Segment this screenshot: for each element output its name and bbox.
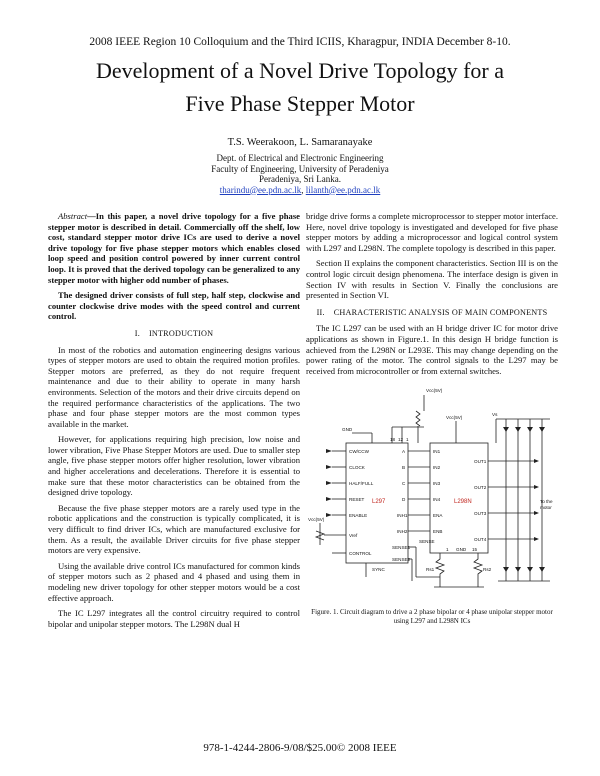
title-line-1: Development of a Novel Drive Topology fo… <box>96 58 504 83</box>
figure-1: Vcc(5V) GND 18 12 1 CW/CCW CLOCK HALF/FU… <box>306 381 558 625</box>
abstract: Abstract—In this paper, a novel drive to… <box>48 211 300 285</box>
l298-pin-15: 15 <box>472 547 478 552</box>
l298n-chip <box>429 442 489 554</box>
affiliation-dept: Dept. of Electrical and Electronic Engin… <box>216 153 384 163</box>
intro-para-5: The IC L297 integrates all the control c… <box>48 608 300 629</box>
vcc-top-label: Vcc(5V) <box>426 388 443 393</box>
l298-pin-in3: IN3 <box>433 481 441 486</box>
abstract-text: —In this paper, a novel drive topology f… <box>48 211 300 285</box>
left-column: Abstract—In this paper, a novel drive to… <box>48 211 300 634</box>
l298-pin-out1: OUT1 <box>474 459 487 464</box>
intro-para-4: Using the available drive control ICs ma… <box>48 560 300 603</box>
l297-pin-sense2: SENSE2 <box>392 557 411 562</box>
l297-pin-clock: CLOCK <box>349 465 366 470</box>
l297-pin-reset: RESET <box>349 497 365 502</box>
l297-pin-control: CONTROL <box>349 551 372 556</box>
to-motor-label-1: To the <box>540 499 553 504</box>
email-link-2[interactable]: lilanth@ee.pdn.ac.lk <box>305 184 381 195</box>
pin-1: 1 <box>406 437 409 442</box>
l298-pin-out3: OUT3 <box>474 511 487 516</box>
l297-pin-c: C <box>402 481 406 486</box>
affiliation-city: Peradeniya, Sri Lanka. <box>259 174 341 184</box>
flyback-diodes <box>326 427 545 573</box>
l298-pin-ena: ENA <box>433 513 443 518</box>
right-para-2: Section II explains the component charac… <box>306 258 558 301</box>
l298n-name: L298N <box>454 499 472 505</box>
gnd-label: GND <box>342 427 353 432</box>
rs1-label: Rs1 <box>426 567 435 572</box>
intro-para-3: Because the five phase stepper motors ar… <box>48 502 300 556</box>
l298-pin-out2: OUT2 <box>474 485 487 490</box>
abstract-para-2: The designed driver consists of full ste… <box>48 290 300 322</box>
affiliation-faculty: Faculty of Engineering, University of Pe… <box>211 163 389 174</box>
l297-pin-sense1: SENSE1 <box>392 545 411 550</box>
copyright-footer: 978-1-4244-2806-9/08/$25.00© 2008 IEEE <box>203 742 397 754</box>
l297-pin-cwccw: CW/CCW <box>349 449 370 454</box>
right-para-1: bridge drive forms a complete microproce… <box>306 211 558 253</box>
paper-title: Development of a Novel Drive Topology fo… <box>0 54 600 120</box>
to-motor-label-2: motor <box>540 505 552 510</box>
l298-pin-gnd: GND <box>456 547 467 552</box>
email-link-1[interactable]: tharindu@ee.pdn.ac.lk <box>219 184 302 195</box>
l297-pin-vref: Vref <box>349 533 358 538</box>
l298-pin-sense: SENSE <box>419 539 435 544</box>
abstract-label: Abstract <box>58 211 88 221</box>
intro-para-2: However, for applications requiring high… <box>48 434 300 498</box>
l297-name: L297 <box>372 499 386 505</box>
vs-label: Vs <box>492 412 498 417</box>
intro-para-1: In most of the robotics and automation e… <box>48 344 300 429</box>
l297-pin-b: B <box>402 465 405 470</box>
conference-header: 2008 IEEE Region 10 Colloquium and the T… <box>89 36 511 48</box>
right-column: bridge drive forms a complete microproce… <box>306 211 558 630</box>
l297-pin-a: A <box>402 449 406 454</box>
authors: T.S. Weerakoon, L. Samaranayake <box>227 137 373 148</box>
l297-pin-inh2: INH2 <box>397 529 408 534</box>
vcc-left-label: Vcc(5V) <box>308 517 325 522</box>
vcc-l298-label: Vcc(5V) <box>446 415 463 420</box>
title-line-2: Five Phase Stepper Motor <box>185 91 415 116</box>
pin-12: 12 <box>398 437 404 442</box>
l298-pin-1: 1 <box>446 547 449 552</box>
circuit-diagram: Vcc(5V) GND 18 12 1 CW/CCW CLOCK HALF/FU… <box>308 388 553 588</box>
section-2-heading: II. CHARACTERISTIC ANALYSIS OF MAIN COMP… <box>316 307 548 317</box>
affiliation-emails: tharindu@ee.pdn.ac.lk, lilanth@ee.pdn.ac… <box>0 185 600 196</box>
rs2-label: Rs2 <box>483 567 492 572</box>
pin-18: 18 <box>390 437 396 442</box>
l298-pin-enb: ENB <box>433 529 442 534</box>
l297-pin-d: D <box>402 497 406 502</box>
figure-1-caption: Figure. 1. Circuit diagram to drive a 2 … <box>311 607 553 625</box>
l298-pin-out4: OUT4 <box>474 537 487 542</box>
l297-chip <box>345 442 409 564</box>
l297-pin-inh1: INH1 <box>397 513 408 518</box>
l298-pin-in4: IN4 <box>433 497 441 502</box>
l297-pin-enable: ENABLE <box>349 513 367 518</box>
email-separator: , <box>301 184 304 195</box>
affiliation: Dept. of Electrical and Electronic Engin… <box>0 153 600 195</box>
l298-pin-in1: IN1 <box>433 449 441 454</box>
section-1-heading: I. INTRODUCTION <box>134 328 214 338</box>
l297-pin-sync: SYNC <box>372 567 385 572</box>
l297-pin-halffull: HALF/FULL <box>349 481 374 486</box>
section-2-para-1: The IC L297 can be used with an H bridge… <box>306 323 558 376</box>
l298-pin-in2: IN2 <box>433 465 441 470</box>
